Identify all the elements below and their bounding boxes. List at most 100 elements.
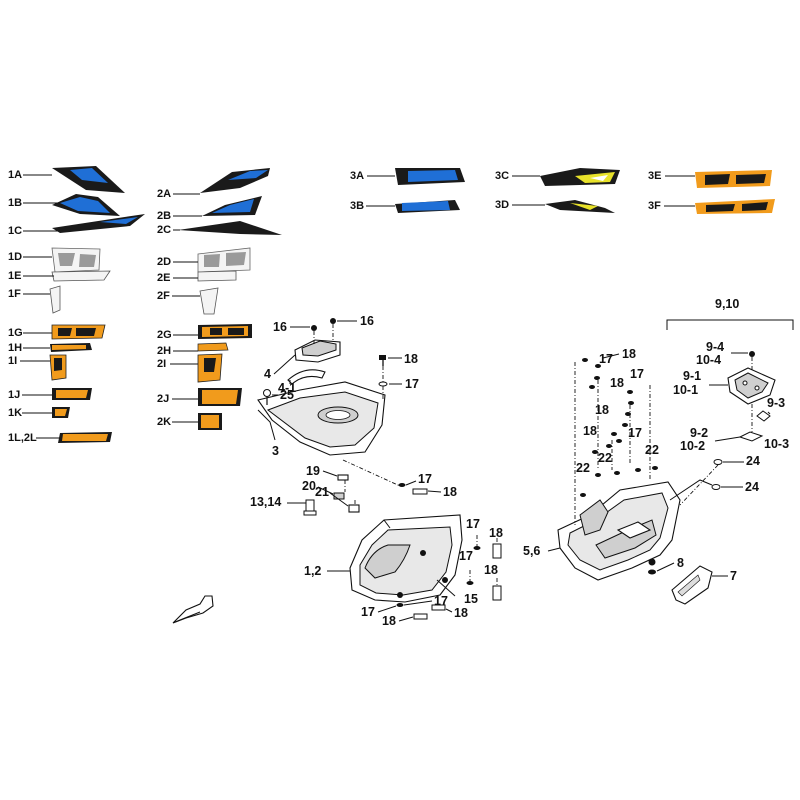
decal-1H [50,343,92,352]
callout-label-p12: 1,2 [304,564,321,578]
decal-1A [52,166,125,193]
callout-label-p9-1: 9-1 [683,369,701,383]
grommet-24-a [713,459,723,465]
decal-3A [395,168,465,185]
callout-label-f18c: 18 [595,403,609,417]
callout-label-1E: 1E [8,270,21,282]
decal-2J [198,388,242,406]
decal-2C [178,221,282,235]
callout-label-3A: 3A [350,170,364,182]
decal-2G [198,324,252,339]
callout-label-p18f: 18 [382,614,396,628]
callout-label-f18b: 18 [610,376,624,390]
callout-label-p10-3: 10-3 [764,437,789,451]
decal-2E [197,270,237,282]
callout-label-p24b: 24 [745,480,759,494]
callout-label-2I: 2I [157,358,166,370]
grommet-24-b [711,484,721,490]
callout-label-f22b: 22 [598,451,612,465]
callout-label-p4-1: 4-1 [278,381,296,395]
callout-label-2H: 2H [157,345,171,357]
screw-16-b [330,318,336,324]
part-9-1-cover [727,367,776,405]
part-13-14-clip [303,499,317,516]
part-9-2 [738,431,764,442]
callout-label-p910: 9,10 [715,297,739,311]
decal-2B [202,196,262,216]
leader-line-p4 [273,354,296,375]
callout-label-2J: 2J [157,393,169,405]
callout-label-1J: 1J [8,389,20,401]
callout-label-p7: 7 [730,569,737,583]
screw-9-4 [749,351,755,370]
callout-label-1A: 1A [8,169,22,181]
leader-line-p18e [445,608,453,613]
callout-label-p17a: 17 [405,377,419,391]
decal-1L-2L [58,432,112,443]
callout-label-2K: 2K [157,416,171,428]
callout-label-p13-14: 13,14 [250,495,281,509]
part-4-1-clip [287,369,326,385]
callout-label-f18d: 18 [583,424,597,438]
callout-label-3F: 3F [648,200,661,212]
callout-label-1H: 1H [8,342,22,354]
bolts-right-of-lower-panel [396,483,502,620]
leader-line-p56 [547,547,561,552]
leader-line-p9-2 [714,436,741,442]
callout-label-p3: 3 [272,444,279,458]
callout-label-2G: 2G [157,329,172,341]
decal-3B [395,200,460,213]
callout-label-1G: 1G [8,327,23,339]
decal-2I [197,353,223,383]
callout-label-f22c: 22 [576,461,590,475]
callout-label-p18a: 18 [404,352,418,366]
callout-label-p17e: 17 [434,594,448,608]
decal-1D [51,247,101,273]
front-direction-arrow-icon [172,595,214,624]
callout-label-f17a: 17 [599,352,613,366]
callout-label-p24a: 24 [746,454,760,468]
part-5-6-floor-pan [557,479,713,581]
callout-label-p15: 15 [464,592,478,606]
front-panel-assembly [257,318,388,456]
decal-1F [49,285,61,314]
callout-label-p56: 5,6 [523,544,540,558]
callout-label-p10-2: 10-2 [680,439,705,453]
leader-line-p17b [405,480,417,486]
callout-label-p21: 21 [315,485,329,499]
callout-label-p18d: 18 [484,563,498,577]
callout-label-p25: 25 [280,388,294,402]
decal-1I [49,354,67,381]
part-8-nut [648,569,656,575]
callout-label-1F: 1F [8,288,21,300]
leader-line-p8 [656,562,675,572]
callout-label-1B: 1B [8,197,22,209]
callout-label-2B: 2B [157,210,171,222]
decal-group-left [49,166,145,443]
callout-label-2C: 2C [157,224,171,236]
callout-label-2E: 2E [157,272,170,284]
callout-label-p4: 4 [264,367,271,381]
callout-label-3B: 3B [350,200,364,212]
bracket-9-10 [666,319,794,330]
lower-body-panel-assembly [303,459,502,620]
callout-label-2F: 2F [157,290,170,302]
part-9-3 [756,410,771,422]
part-7-side-cover [671,565,713,605]
floor-screws [580,358,658,497]
decal-3F [695,199,775,214]
part-21-clip [348,504,360,513]
decal-1G [51,324,106,340]
callout-label-p10-4: 10-4 [696,353,721,367]
leader-line-p19 [322,470,338,477]
callout-label-p17c: 17 [466,517,480,531]
washer-17-center [378,381,388,387]
callout-label-p17d: 17 [459,549,473,563]
decal-3C [540,168,620,186]
callout-label-3C: 3C [495,170,509,182]
callout-labels: 1A1B1C1D1E1F1G1H1I1J1K1L,2L2A2B2C2D2E2F2… [8,169,789,628]
decal-2F [199,287,219,315]
decal-1E [51,270,111,282]
callout-label-2A: 2A [157,188,171,200]
